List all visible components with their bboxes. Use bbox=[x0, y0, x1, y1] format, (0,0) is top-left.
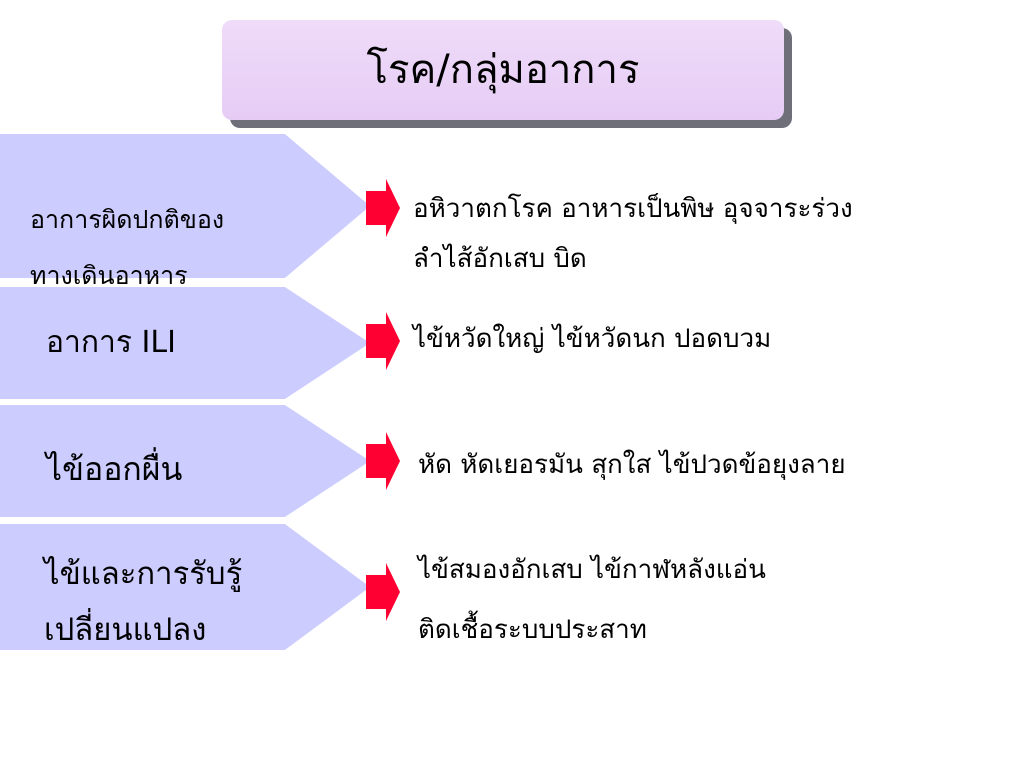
disease-list: ไข้หวัดใหญ่ ไข้หวัดนก ปอดบวม bbox=[413, 319, 771, 359]
slide-title: โรค/กลุ่มอาการ bbox=[366, 47, 640, 93]
category-chevron bbox=[0, 405, 370, 517]
category-label-line: ทางเดินอาหาร bbox=[30, 261, 188, 290]
title-box: โรค/กลุ่มอาการ bbox=[222, 20, 784, 120]
row-rash-fever: ไข้ออกผื่น หัด หัดเยอรมัน สุกใส ไข้ปวดข้… bbox=[0, 405, 1024, 517]
category-chevron bbox=[0, 134, 370, 278]
category-chevron bbox=[0, 287, 370, 399]
disease-list-line: อหิวาตกโรค อาหารเป็นพิษ อุจจาระร่วง bbox=[413, 194, 853, 224]
category-chevron bbox=[0, 524, 370, 650]
disease-list-line: ติดเชื้อระบบประสาท bbox=[418, 615, 647, 645]
disease-list: ไข้สมองอักเสบ ไข้กาฬหลังแอ่น ติดเชื้อระบ… bbox=[418, 540, 766, 660]
category-label: อาการ ILI bbox=[46, 323, 176, 363]
row-ili: อาการ ILI ไข้หวัดใหญ่ ไข้หวัดนก ปอดบวม bbox=[0, 287, 1024, 399]
category-label: ไข้และการรับรู้ เปลี่ยนแปลง bbox=[44, 546, 242, 658]
category-label-line: อาการผิดปกติของ bbox=[30, 205, 225, 234]
row-digestive: อาการผิดปกติของ ทางเดินอาหาร อหิวาตกโรค … bbox=[0, 134, 1024, 290]
category-label: ไข้ออกผื่น bbox=[46, 447, 182, 491]
arrow-icon bbox=[366, 179, 400, 237]
category-label-line: ไข้ออกผื่น bbox=[46, 450, 183, 488]
category-label: อาการผิดปกติของ ทางเดินอาหาร bbox=[30, 192, 224, 304]
disease-list-line: ลำไส้อักเสบ บิด bbox=[413, 244, 587, 274]
row-altered-consciousness: ไข้และการรับรู้ เปลี่ยนแปลง ไข้สมองอักเส… bbox=[0, 524, 1024, 650]
disease-list-line: หัด หัดเยอรมัน สุกใส ไข้ปวดข้อยุงลาย bbox=[418, 450, 846, 480]
disease-list: อหิวาตกโรค อาหารเป็นพิษ อุจจาระร่วง ลำไส… bbox=[413, 184, 853, 284]
arrow-icon bbox=[366, 432, 400, 490]
disease-list-line: ไข้หวัดใหญ่ ไข้หวัดนก ปอดบวม bbox=[413, 324, 772, 354]
arrow-icon bbox=[366, 563, 400, 621]
disease-list: หัด หัดเยอรมัน สุกใส ไข้ปวดข้อยุงลาย bbox=[418, 445, 846, 485]
category-label-line: อาการ ILI bbox=[46, 325, 176, 360]
category-label-line: เปลี่ยนแปลง bbox=[44, 612, 207, 648]
category-label-line: ไข้และการรับรู้ bbox=[44, 556, 243, 592]
arrow-icon bbox=[366, 312, 400, 370]
disease-list-line: ไข้สมองอักเสบ ไข้กาฬหลังแอ่น bbox=[418, 555, 766, 585]
